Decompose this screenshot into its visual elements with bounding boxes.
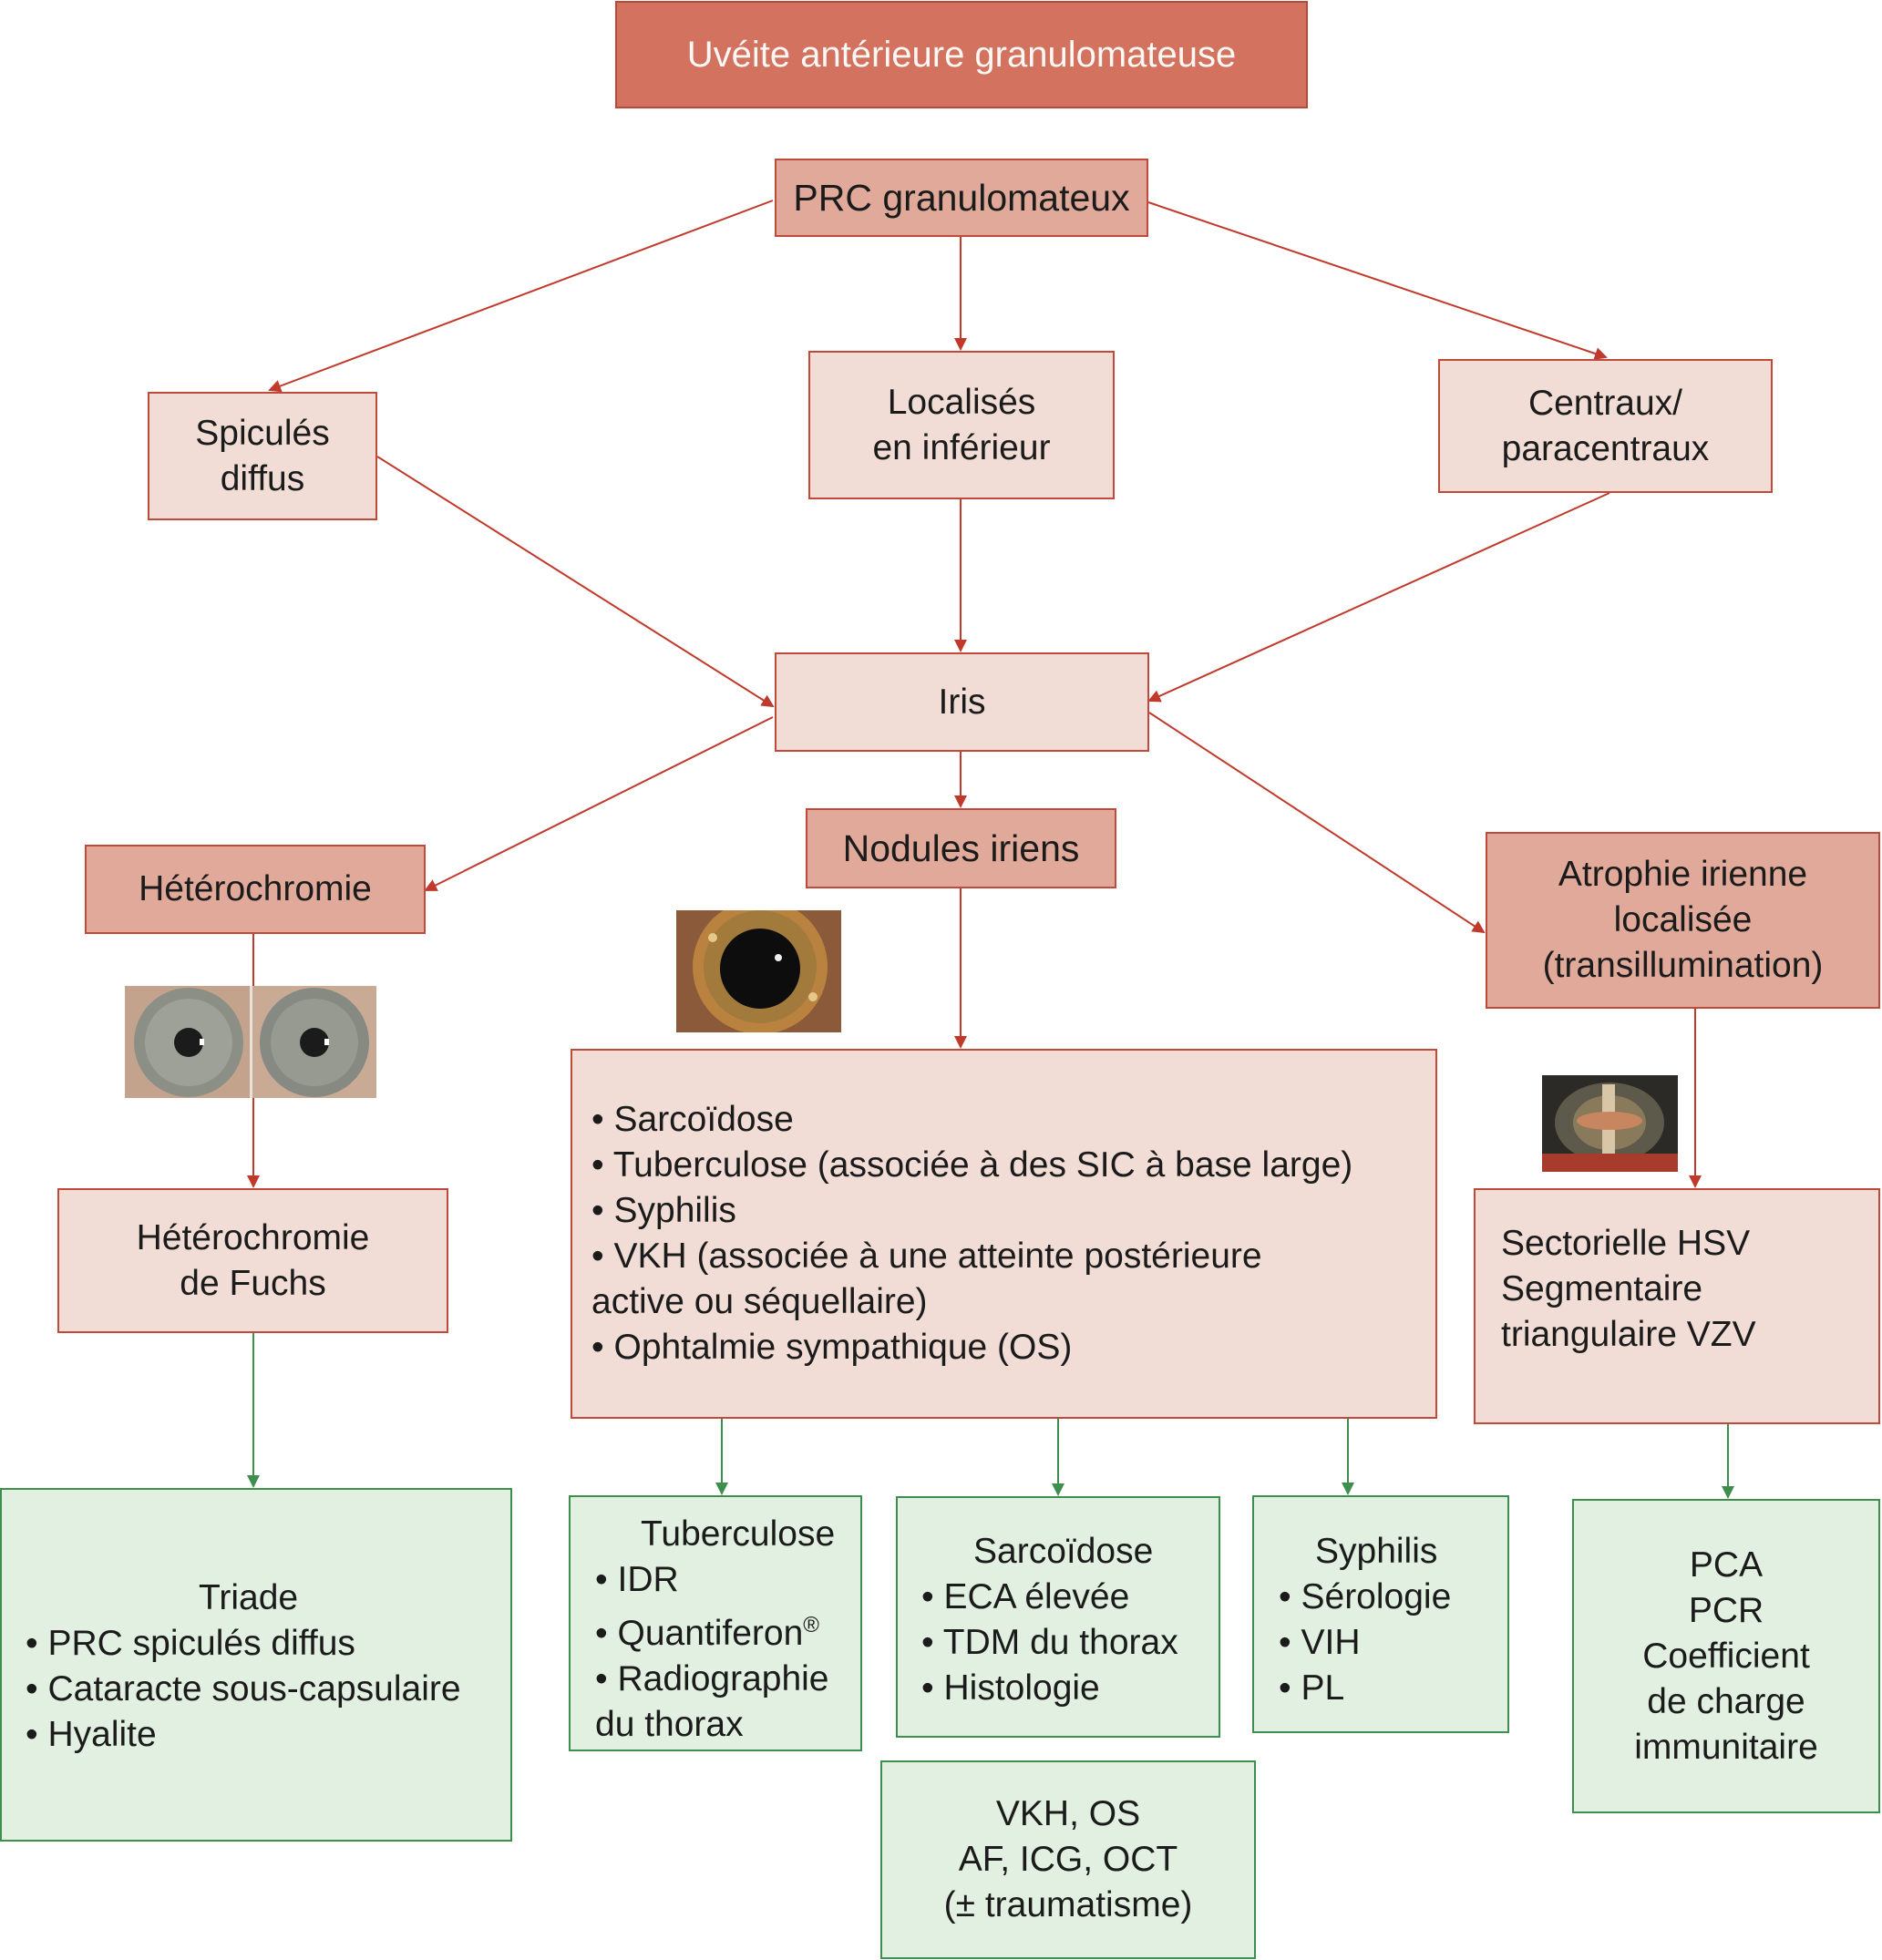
pca-line-4: de charge xyxy=(1647,1681,1805,1721)
nodules-eye-image xyxy=(676,910,841,1032)
iris-heterochromia-photo xyxy=(125,986,376,1098)
localises-node: Localisés en inférieur xyxy=(808,351,1115,499)
spicules-line-2: diffus xyxy=(220,458,305,498)
sectorielle-node: Sectorielle HSV Segmentaire triangulaire… xyxy=(1474,1188,1880,1424)
atrophie-line-1: Atrophie irienne xyxy=(1558,855,1808,894)
sarcoidose-test-box: Sarcoïdose • ECA élevée • TDM du thorax … xyxy=(896,1496,1220,1738)
fuchs-line-2: de Fuchs xyxy=(180,1263,326,1303)
pca-line-2: PCR xyxy=(1688,1590,1764,1630)
iris-label: Iris xyxy=(938,682,986,722)
etiologies-node: • Sarcoïdose • Tuberculose (associée à d… xyxy=(571,1049,1437,1419)
heterochromie-node: Hétérochromie xyxy=(85,845,426,934)
sectorielle-line-3: triangulaire VZV xyxy=(1501,1315,1756,1354)
etiology-vkh-cont: active ou séquellaire) xyxy=(591,1282,928,1321)
etiology-tuberculose: • Tuberculose (associée à des SIC à base… xyxy=(591,1145,1353,1185)
etiology-syphilis: • Syphilis xyxy=(591,1191,736,1230)
vkh-line-2: AF, ICG, OCT xyxy=(958,1840,1178,1879)
vkh-line-3: (± traumatisme) xyxy=(943,1885,1193,1924)
vkh-test-box: VKH, OS AF, ICG, OCT (± traumatisme) xyxy=(880,1760,1256,1959)
vkh-line-1: VKH, OS xyxy=(995,1794,1141,1833)
sectorielle-line-2: Segmentaire xyxy=(1501,1269,1703,1308)
sectorielle-line-1: Sectorielle HSV xyxy=(1501,1224,1751,1263)
title-box: Uvéite antérieure granulomateuse xyxy=(615,1,1308,108)
spicules-node: Spiculés diffus xyxy=(148,392,377,520)
pca-line-1: PCA xyxy=(1689,1544,1764,1585)
etiology-sarcoidose: • Sarcoïdose xyxy=(591,1100,794,1139)
sarcoidose-item-1: • ECA élevée xyxy=(921,1577,1130,1616)
atrophie-line-3: (transillumination) xyxy=(1542,946,1824,985)
arrow-centraux-to-iris xyxy=(1147,492,1610,703)
transillumination-eye-image xyxy=(1542,1075,1678,1172)
syphilis-test-box: Syphilis • Sérologie • VIH • PL xyxy=(1252,1495,1509,1733)
sarcoidose-item-3: • Histologie xyxy=(921,1668,1100,1708)
iris-nodules-photo xyxy=(676,910,841,1032)
centraux-node: Centraux/ paracentraux xyxy=(1438,359,1773,493)
localises-line-1: Localisés xyxy=(887,382,1036,422)
centraux-line-2: paracentraux xyxy=(1501,428,1710,468)
syphilis-item-2: • VIH xyxy=(1279,1623,1361,1662)
fuchs-node: Hétérochromie de Fuchs xyxy=(57,1188,448,1333)
arrow-prc-to-spicules xyxy=(268,200,774,393)
tuberculose-item-2-line: • Quantiferon® xyxy=(595,1603,860,1657)
atrophie-node: Atrophie irienne localisée (transillumin… xyxy=(1486,832,1880,1009)
pca-line-3: Coefficient xyxy=(1642,1636,1810,1676)
sarcoidose-item-2: • TDM du thorax xyxy=(921,1623,1178,1662)
pca-line-5: immunitaire xyxy=(1634,1727,1818,1767)
page-title: Uvéite antérieure granulomateuse xyxy=(686,35,1237,75)
etiology-vkh: • VKH (associée à une atteinte postérieu… xyxy=(591,1237,1262,1276)
syphilis-item-3: • PL xyxy=(1279,1668,1345,1708)
etiology-ophtalmie: • Ophtalmie sympathique (OS) xyxy=(591,1328,1073,1367)
triade-head: Triade xyxy=(199,1578,299,1617)
fuchs-line-1: Hétérochromie xyxy=(136,1217,370,1257)
tuberculose-head: Tuberculose xyxy=(641,1514,836,1554)
iris-transillumination-photo xyxy=(1542,1075,1678,1172)
nodules-node: Nodules iriens xyxy=(806,808,1116,888)
arrow-iris-to-atrophie xyxy=(1148,712,1486,934)
sarcoidose-head: Sarcoïdose xyxy=(973,1532,1154,1571)
localises-line-2: en inférieur xyxy=(872,427,1051,467)
syphilis-head: Syphilis xyxy=(1315,1532,1438,1571)
triade-item-2: • Cataracte sous-capsulaire xyxy=(26,1669,461,1709)
atrophie-line-2: localisée xyxy=(1613,900,1753,939)
tuberculose-item-4: du thorax xyxy=(595,1705,744,1744)
prc-node: PRC granulomateux xyxy=(775,159,1148,237)
nodules-label: Nodules iriens xyxy=(842,827,1080,869)
prc-label: PRC granulomateux xyxy=(793,177,1130,219)
iris-node: Iris xyxy=(775,652,1149,752)
tuberculose-item-1: • IDR xyxy=(595,1560,679,1599)
arrow-spicules-to-iris xyxy=(376,456,775,708)
arrow-prc-to-centraux xyxy=(1147,201,1608,360)
tuberculose-item-2: • Quantiferon xyxy=(595,1614,804,1653)
tuberculose-test-box: Tuberculose • IDR • Quantiferon® • Radio… xyxy=(569,1495,862,1751)
triade-item-3: • Hyalite xyxy=(26,1715,157,1754)
syphilis-item-1: • Sérologie xyxy=(1279,1577,1452,1616)
tuberculose-item-3: • Radiographie xyxy=(595,1659,829,1698)
pca-test-box: PCA PCR Coefficient de charge immunitair… xyxy=(1572,1499,1880,1813)
triade-test-box: Triade • PRC spiculés diffus • Cataracte… xyxy=(0,1488,512,1842)
heterochromie-label: Hétérochromie xyxy=(139,869,372,908)
heterochromia-eyes-image xyxy=(125,986,376,1098)
centraux-line-1: Centraux/ xyxy=(1527,383,1683,423)
spicules-line-1: Spiculés xyxy=(195,413,330,453)
arrow-iris-to-heterochromie xyxy=(424,716,774,891)
registered-mark: ® xyxy=(803,1613,819,1637)
triade-item-1: • PRC spiculés diffus xyxy=(26,1624,355,1663)
